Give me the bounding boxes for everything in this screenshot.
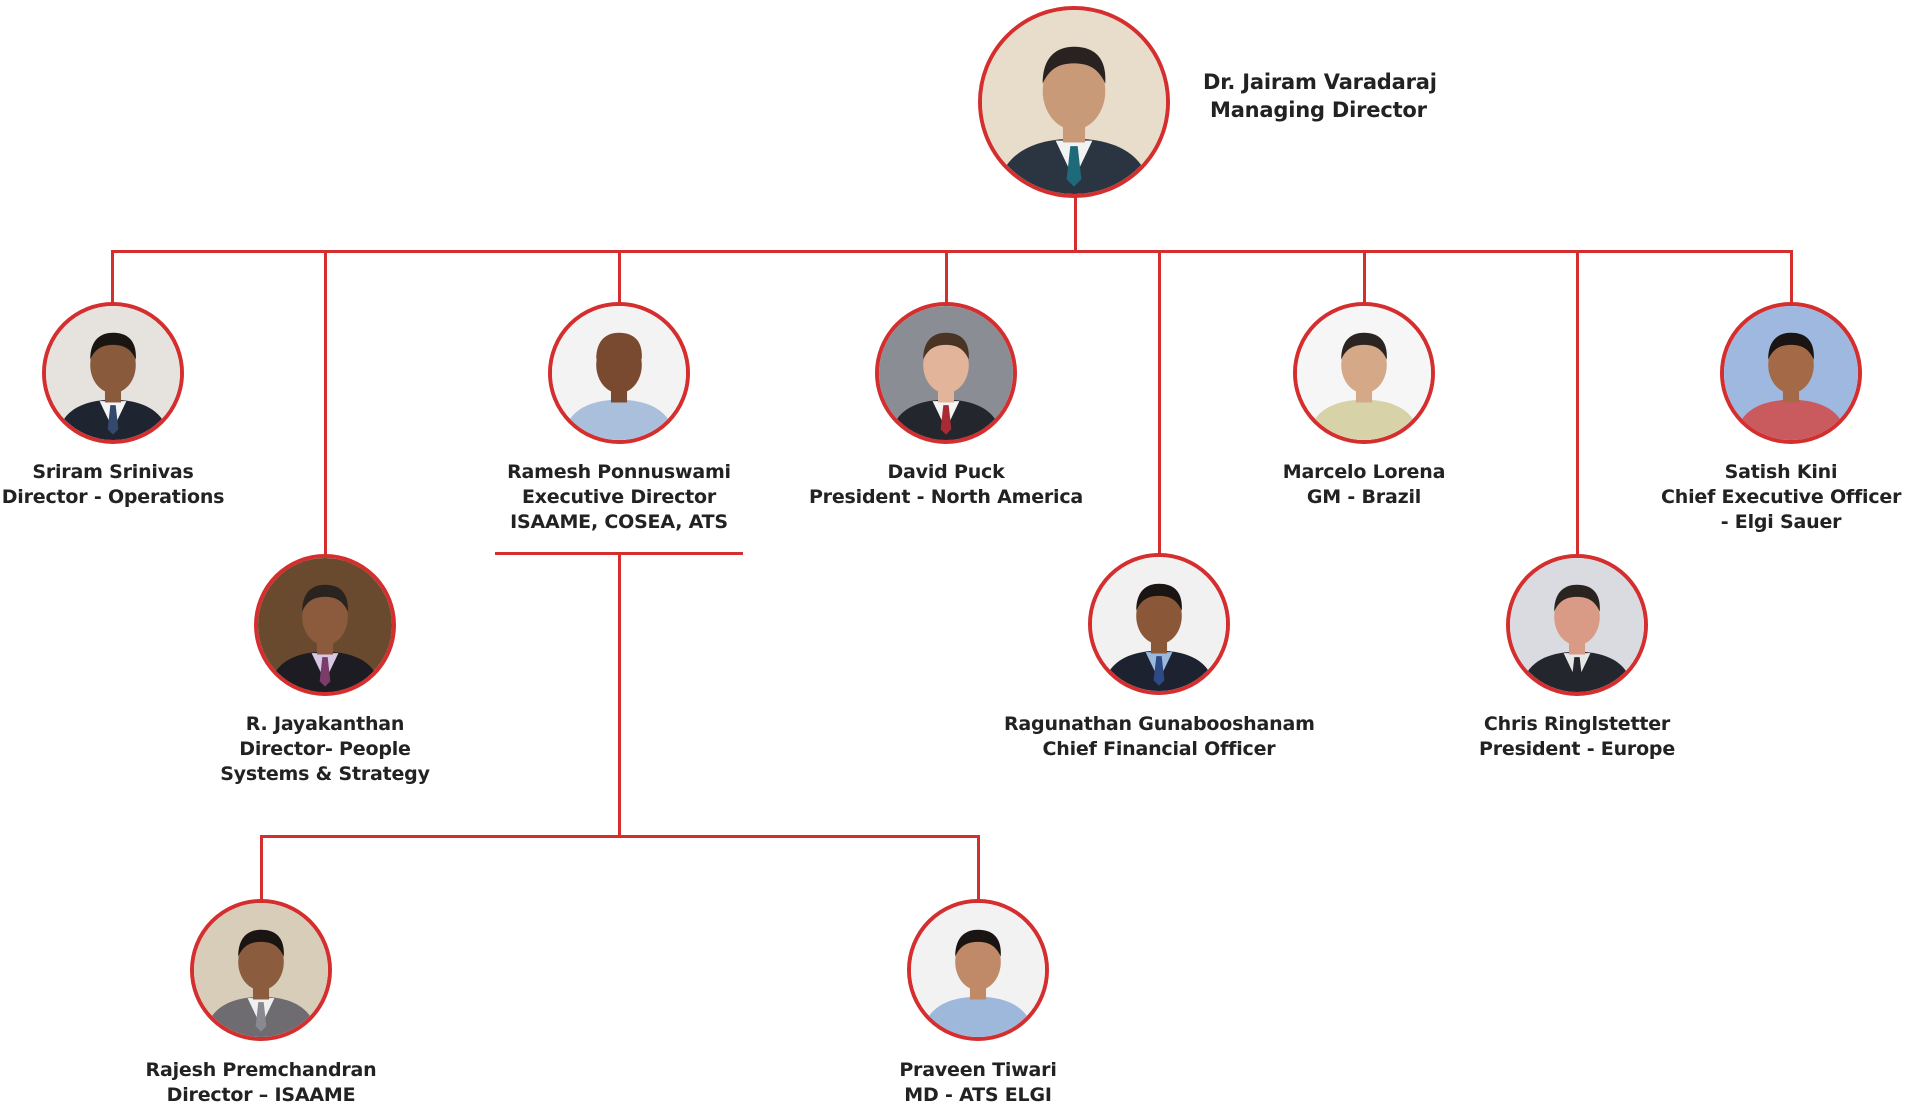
- portrait-icon: [879, 306, 1013, 440]
- person-title: Managing Director: [1210, 98, 1427, 122]
- person-title: Director – ISAAME: [166, 1084, 356, 1106]
- connector-line: [618, 553, 621, 837]
- person-title: Chief Financial Officer: [1042, 738, 1276, 760]
- person-name: Dr. Jairam Varadaraj: [1203, 70, 1437, 94]
- avatar-r-jayakanthan: [254, 554, 396, 696]
- person-name: Praveen Tiwari: [899, 1059, 1057, 1081]
- person-label-sriram-srinivas: Sriram Srinivas Director - Operations: [0, 460, 226, 510]
- portrait-icon: [258, 558, 392, 692]
- person-name: Ragunathan Gunabooshanam: [1004, 713, 1315, 735]
- connector-line: [324, 250, 327, 558]
- person-label-ragunathan-gunabooshanam: Ragunathan Gunabooshanam Chief Financial…: [1004, 712, 1315, 762]
- avatar-marcelo-lorena: [1293, 302, 1435, 444]
- connector-line: [618, 250, 621, 306]
- avatar-ragunathan-gunabooshanam: [1088, 553, 1230, 695]
- avatar-jairam-varadaraj: [978, 6, 1170, 198]
- person-title: Systems & Strategy: [220, 763, 430, 785]
- person-title: Executive Director: [521, 486, 717, 508]
- avatar-rajesh-premchandran: [190, 899, 332, 1041]
- avatar-satish-kini: [1720, 302, 1862, 444]
- person-label-marcelo-lorena: Marcelo Lorena GM - Brazil: [1244, 460, 1484, 510]
- connector-line: [111, 250, 1793, 253]
- portrait-icon: [982, 10, 1166, 194]
- person-name: David Puck: [887, 461, 1005, 483]
- portrait-icon: [1724, 306, 1858, 440]
- avatar-praveen-tiwari: [907, 899, 1049, 1041]
- connector-line: [111, 250, 114, 305]
- person-label-praveen-tiwari: Praveen Tiwari MD - ATS ELGI: [858, 1058, 1098, 1108]
- person-title: President - North America: [808, 486, 1084, 508]
- person-label-david-puck: David Puck President - North America: [806, 460, 1086, 510]
- person-title: ISAAME, COSEA, ATS: [510, 511, 728, 533]
- person-name: Rajesh Premchandran: [145, 1059, 377, 1081]
- portrait-icon: [911, 903, 1045, 1037]
- person-name: R. Jayakanthan: [245, 713, 405, 735]
- connector-line: [945, 250, 948, 306]
- person-name: Ramesh Ponnuswami: [507, 461, 731, 483]
- connector-line: [260, 835, 980, 838]
- person-name: Marcelo Lorena: [1282, 461, 1446, 483]
- avatar-sriram-srinivas: [42, 302, 184, 444]
- portrait-icon: [552, 306, 686, 440]
- connector-line: [1790, 250, 1793, 305]
- portrait-icon: [1510, 558, 1644, 692]
- person-label-chris-ringlstetter: Chris Ringlstetter President - Europe: [1447, 712, 1707, 762]
- person-title: Director - Operations: [1, 486, 225, 508]
- person-title: Director- People: [239, 738, 411, 760]
- avatar-david-puck: [875, 302, 1017, 444]
- person-label-rajesh-premchandran: Rajesh Premchandran Director – ISAAME: [131, 1058, 391, 1108]
- person-label-satish-kini: Satish Kini Chief Executive Officer - El…: [1661, 460, 1901, 535]
- portrait-icon: [1092, 557, 1226, 691]
- person-label-jairam-varadaraj: Dr. Jairam Varadaraj Managing Director: [1203, 68, 1437, 124]
- connector-line: [1363, 250, 1366, 305]
- person-title: President - Europe: [1478, 738, 1676, 760]
- connector-line: [977, 835, 980, 901]
- portrait-icon: [46, 306, 180, 440]
- person-name: Chris Ringlstetter: [1483, 713, 1671, 735]
- connector-line: [260, 835, 263, 901]
- connector-line: [1576, 250, 1579, 558]
- person-title: GM - Brazil: [1306, 486, 1422, 508]
- portrait-icon: [1297, 306, 1431, 440]
- avatar-ramesh-ponnuswami: [548, 302, 690, 444]
- person-label-ramesh-ponnuswami: Ramesh Ponnuswami Executive Director ISA…: [494, 460, 744, 535]
- avatar-chris-ringlstetter: [1506, 554, 1648, 696]
- person-title: Chief Executive Officer: [1661, 486, 1902, 508]
- person-title: MD - ATS ELGI: [904, 1084, 1052, 1106]
- person-title: - Elgi Sauer: [1720, 511, 1842, 533]
- person-name: Satish Kini: [1724, 461, 1838, 483]
- connector-line: [1074, 196, 1077, 251]
- connector-line: [1158, 250, 1161, 557]
- person-label-r-jayakanthan: R. Jayakanthan Director- People Systems …: [200, 712, 450, 787]
- portrait-icon: [194, 903, 328, 1037]
- person-name: Sriram Srinivas: [32, 461, 194, 483]
